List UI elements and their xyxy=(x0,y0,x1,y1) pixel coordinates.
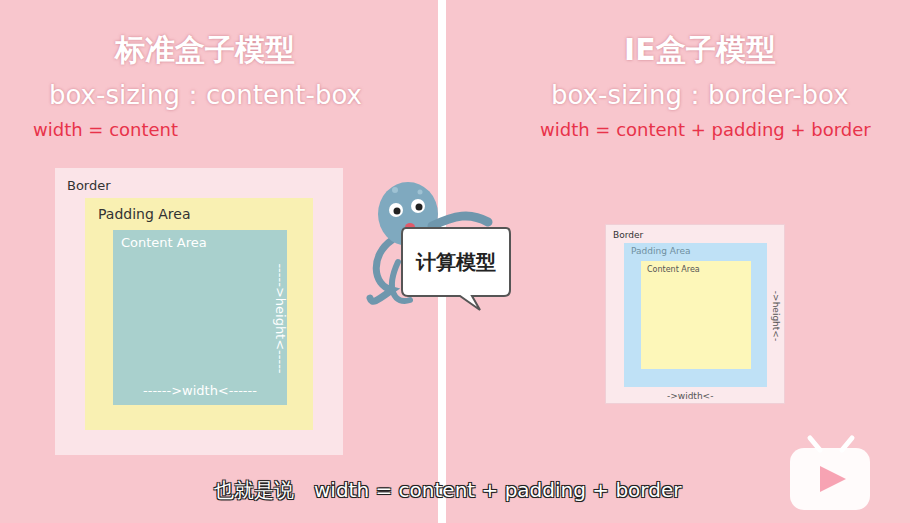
subtitle-caption: 也就是说 width = content + padding + border xyxy=(214,477,681,504)
area-label: 计算模型 xyxy=(416,249,496,276)
border-area: BorderPadding AreaContent Area xyxy=(605,224,785,404)
bilibili-logo xyxy=(790,438,870,510)
width-dimension: ------>width<------ xyxy=(143,383,257,398)
formula: width = content + padding + border xyxy=(540,119,871,140)
subheading: box-sizing：border-box xyxy=(551,78,849,113)
padding-area: Padding AreaContent Area xyxy=(624,243,767,387)
area-label: Content Area xyxy=(121,235,279,250)
area-label: Border xyxy=(613,230,777,240)
width-dimension: ->width<- xyxy=(665,391,715,401)
heading: 标准盒子模型 xyxy=(115,30,295,71)
subheading: box-sizing：content-box xyxy=(49,78,362,113)
height-dimension: ->height<- xyxy=(771,289,781,343)
height-dimension: ----->height<----- xyxy=(273,263,288,373)
border-area: BorderPadding AreaContent Area xyxy=(55,168,343,455)
speech-sign: 计算模型 xyxy=(400,226,512,298)
area-label: Padding Area xyxy=(631,246,760,256)
area-label: Padding Area xyxy=(98,206,300,222)
content-area: Content Area xyxy=(113,230,287,405)
area-label: Content Area xyxy=(647,265,745,274)
heading: IE盒子模型 xyxy=(624,30,776,71)
area-label: Border xyxy=(67,178,331,193)
content-area: Content Area xyxy=(641,261,751,369)
formula: width = content xyxy=(33,119,178,140)
